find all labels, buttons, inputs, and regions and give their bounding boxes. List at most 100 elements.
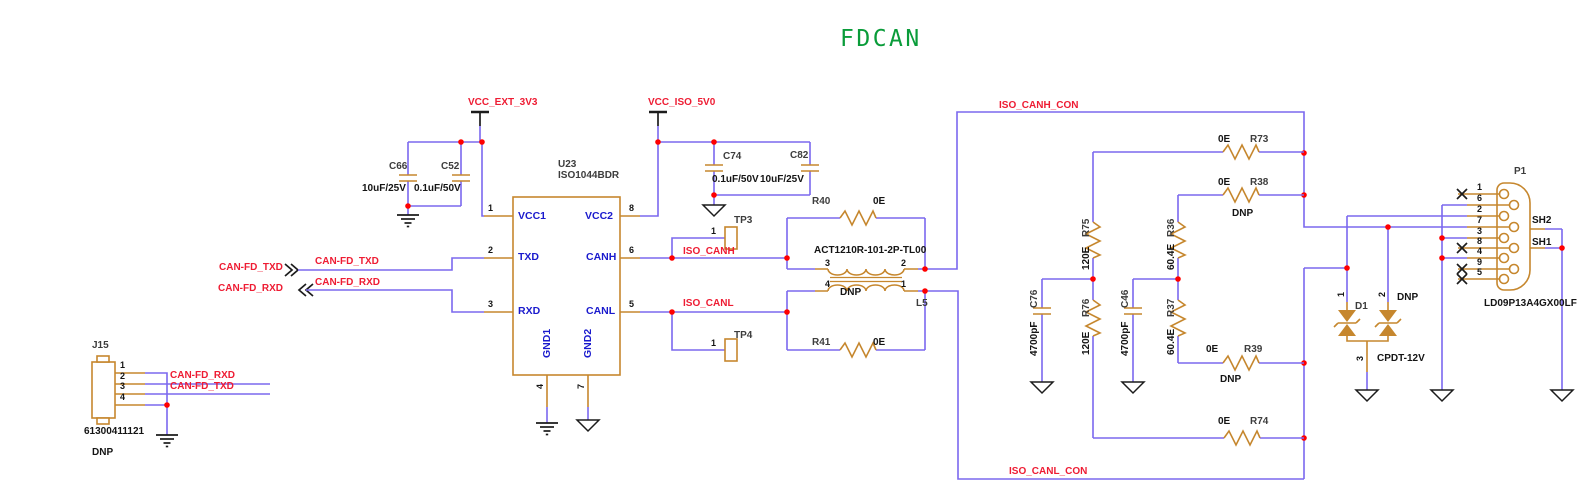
r36-refdes: R36 [1166, 218, 1177, 237]
p1-pin6-number: 6 [1477, 193, 1483, 203]
net-label-can-fd-rxd: CAN-FD_RXD [315, 277, 380, 288]
power-rail-3v3 [396, 110, 489, 228]
port-arrows [284, 257, 484, 313]
r38-value: 0E [1218, 177, 1231, 188]
u23-pin-name-vcc1: VCC1 [518, 210, 547, 222]
choke-pin2-number: 2 [901, 258, 907, 268]
p1-sh2-label: SH2 [1532, 215, 1552, 226]
c52-refdes: C52 [441, 161, 460, 172]
u23-pin-name-canh: CANH [586, 251, 617, 263]
r73-refdes: R73 [1250, 134, 1269, 145]
r39-value: 0E [1206, 344, 1219, 355]
r74-value: 0E [1218, 416, 1231, 427]
u23-pin-name-rxd: RXD [518, 305, 541, 317]
c74-refdes: C74 [723, 151, 742, 162]
p1-refdes: P1 [1514, 166, 1527, 177]
u23-pin6-number: 6 [629, 245, 635, 255]
p1-connector-body [1430, 182, 1574, 402]
j15-connector-body [91, 355, 270, 448]
p1-pin9-number: 9 [1477, 257, 1483, 267]
tp4-refdes: TP4 [734, 330, 753, 341]
testpoint-bodies [724, 226, 738, 362]
j15-pin3-number: 3 [120, 381, 126, 391]
net-label-vcc-iso-5v0: VCC_ISO_5V0 [648, 97, 716, 108]
u23-pin2-number: 2 [488, 245, 494, 255]
p1-pin2-number: 2 [1477, 204, 1483, 214]
c46-value: 4700pF [1120, 321, 1131, 356]
c74-value: 0.1uF/50V [712, 174, 759, 185]
p1-pin3-number: 3 [1477, 226, 1483, 236]
j15-part-number: 61300411121 [84, 426, 145, 437]
tp4-pin-number: 1 [711, 338, 717, 348]
p1-pin7-number: 7 [1477, 215, 1483, 225]
choke-dnp-flag: DNP [840, 287, 862, 298]
r38-dnp-flag: DNP [1232, 208, 1254, 219]
r38-refdes: R38 [1250, 177, 1269, 188]
r39-dnp-flag: DNP [1220, 374, 1242, 385]
r39-refdes: R39 [1244, 344, 1263, 355]
r75-value: 120E [1081, 246, 1092, 270]
tp3-pin-number: 1 [711, 226, 717, 236]
d1-part-number: CPDT-12V [1377, 353, 1425, 364]
d1-tvs-symbol [1333, 302, 1402, 402]
j15-refdes: J15 [92, 340, 109, 351]
u23-part-number: ISO1044BDR [558, 170, 620, 181]
power-rail-5v0 [640, 110, 820, 217]
choke-pin4-number: 4 [825, 279, 831, 289]
choke-pin1-number: 1 [901, 279, 907, 289]
c46-refdes: C46 [1120, 289, 1131, 308]
u23-pin-name-gnd2: GND2 [582, 328, 594, 358]
j15-pin4-number: 4 [120, 392, 126, 402]
port-txd-label: CAN-FD_TXD [219, 262, 283, 273]
net-iso-canh-wires [640, 111, 1467, 302]
u23-pin3-number: 3 [488, 299, 494, 309]
d1-pin2-number: 2 [1377, 291, 1387, 297]
u23-pin7-number: 7 [576, 383, 586, 389]
p1-pin8-number: 8 [1477, 236, 1483, 246]
d1-refdes: D1 [1355, 301, 1368, 312]
c76-value: 4700pF [1029, 321, 1040, 356]
net-label-iso-canh: ISO_CANH [683, 246, 735, 257]
r40-refdes: R40 [812, 196, 831, 207]
u23-pin-name-vcc2: VCC2 [585, 210, 614, 222]
c82-refdes: C82 [790, 150, 809, 161]
c66-refdes: C66 [389, 161, 408, 172]
j15-net-rxd: CAN-FD_RXD [170, 370, 235, 381]
d1-pin3-number: 3 [1355, 355, 1365, 361]
j15-dnp-flag: DNP [92, 447, 114, 458]
r76-refdes: R76 [1081, 298, 1092, 317]
j15-pin2-number: 2 [120, 371, 126, 381]
net-label-iso-canl-con: ISO_CANL_CON [1009, 466, 1088, 477]
u23-refdes: U23 [558, 159, 577, 170]
j15-net-txd: CAN-FD_TXD [170, 381, 234, 392]
u23-pin-name-canl: CANL [586, 305, 616, 317]
net-label-vcc-ext-3v3: VCC_EXT_3V3 [468, 97, 538, 108]
d1-dnp-flag: DNP [1397, 292, 1419, 303]
u23-pin-name-gnd1: GND1 [541, 328, 553, 358]
termination-network-wires [1030, 144, 1304, 446]
r41-refdes: R41 [812, 337, 831, 348]
r40-value: 0E [873, 196, 886, 207]
c52-value: 0.1uF/50V [414, 183, 461, 194]
r41-value: 0E [873, 337, 886, 348]
p1-part-number: LD09P13A4GX00LF [1484, 298, 1577, 309]
r75-refdes: R75 [1081, 218, 1092, 237]
r74-refdes: R74 [1250, 416, 1269, 427]
r73-value: 0E [1218, 134, 1231, 145]
net-iso-canl-wires [640, 215, 1467, 480]
r76-value: 120E [1081, 331, 1092, 355]
p1-pin4-number: 4 [1477, 246, 1483, 256]
c66-value: 10uF/25V [362, 183, 406, 194]
port-rxd-label: CAN-FD_RXD [218, 283, 283, 294]
l5-refdes: L5 [916, 298, 928, 309]
choke-part-number: ACT1210R-101-2P-TL00 [814, 245, 927, 256]
p1-pin5-number: 5 [1477, 267, 1483, 277]
choke-l5-symbol [815, 268, 918, 292]
page-title: FDCAN [840, 26, 922, 52]
c76-refdes: C76 [1029, 289, 1040, 308]
j15-pin1-number: 1 [120, 360, 126, 370]
u23-pin8-number: 8 [629, 203, 635, 213]
d1-pin1-number: 1 [1336, 291, 1346, 297]
